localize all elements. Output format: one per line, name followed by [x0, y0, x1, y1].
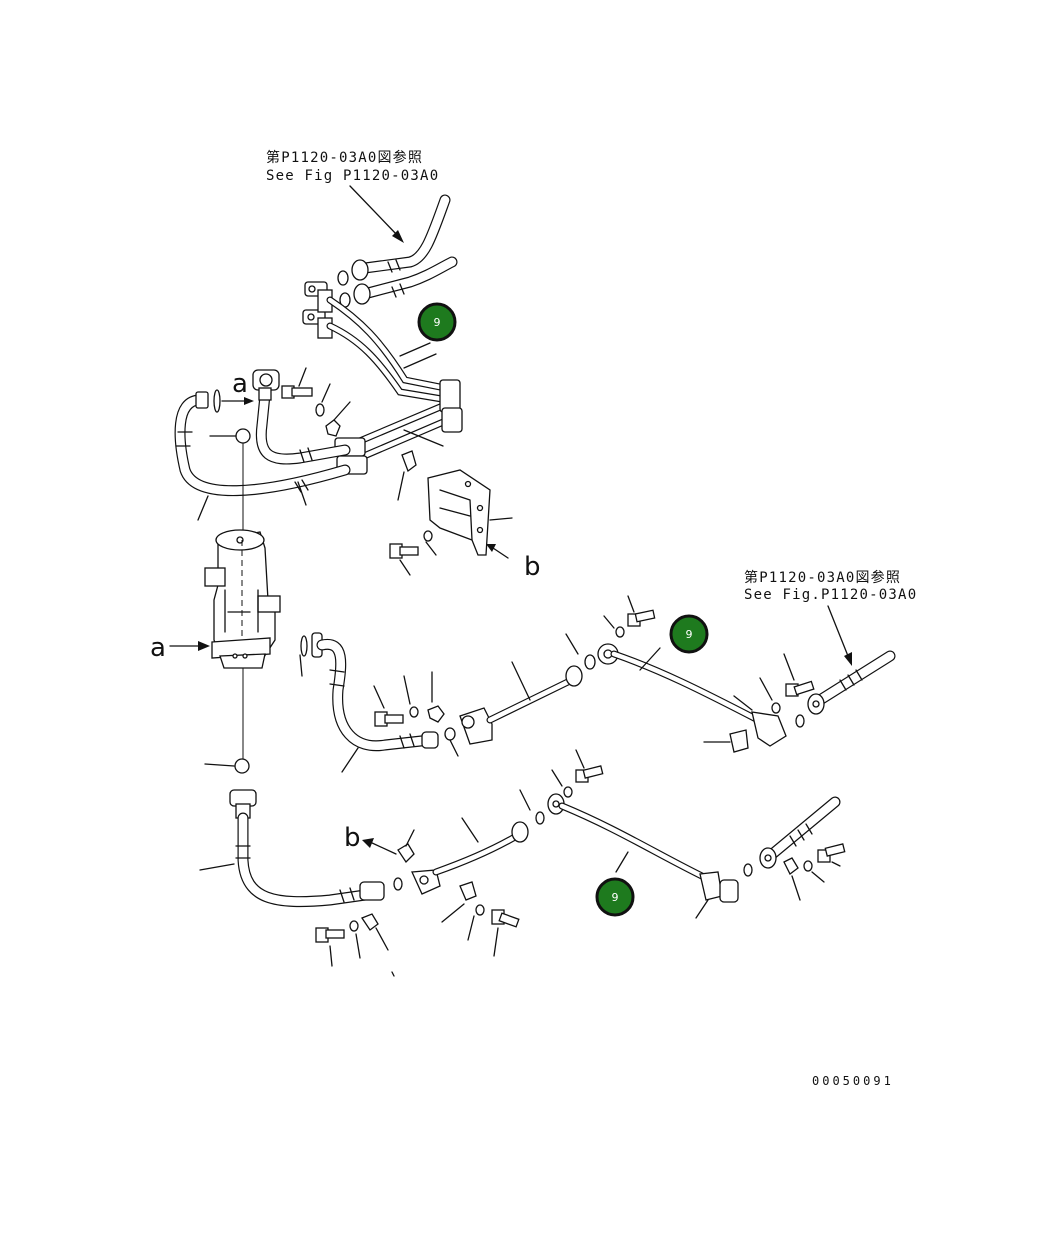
- marker-a-top: a: [232, 369, 248, 399]
- svg-text:9: 9: [686, 628, 693, 641]
- bolt-washer-top: [197, 367, 417, 521]
- flange-set-top: [302, 281, 333, 339]
- steel-pipe-bundle: [326, 296, 463, 475]
- bolt-washer-middle: [373, 671, 459, 757]
- marker-b-right: b: [524, 552, 541, 582]
- middle-hose: [299, 632, 439, 773]
- marker-a-arrow-top: [221, 397, 254, 405]
- part-number-badge-top[interactable]: 9: [417, 302, 457, 342]
- right-hose-middle: [759, 650, 896, 715]
- reference-label-1-en: See Fig P1120-03A0: [266, 168, 439, 184]
- middle-steel-pipe: [459, 633, 596, 745]
- reference-arrow-2: [827, 605, 852, 666]
- svg-text:9: 9: [612, 891, 619, 904]
- marker-b-lower: b: [344, 823, 361, 853]
- marker-b-arrow-lower: [362, 829, 415, 864]
- marker-a-arrow-left: [169, 641, 210, 651]
- reference-label-2-en: See Fig.P1120-03A0: [744, 587, 917, 603]
- reference-label-2-jp: 第P1120-03A0図参照: [744, 569, 901, 586]
- part-number-badge-lower[interactable]: 9: [595, 877, 635, 917]
- bolt-washer-lower-left: [315, 913, 395, 977]
- drawing-number: 00050091: [812, 1074, 894, 1088]
- bolt-washer-bracket: [389, 530, 437, 576]
- upper-hose-pair: [337, 194, 458, 308]
- left-hose-loop: [174, 369, 351, 497]
- marker-a-left: a: [150, 633, 166, 663]
- mounting-bracket: [427, 469, 513, 559]
- lower-steel-pipe-right: [547, 749, 753, 919]
- right-steel-pipe-middle: [597, 595, 805, 753]
- svg-text:9: 9: [434, 316, 441, 329]
- reference-label-1-jp: 第P1120-03A0図参照: [266, 149, 423, 166]
- part-number-badge-middle[interactable]: 9: [669, 614, 709, 654]
- lower-left-hose: [199, 789, 385, 908]
- swivel-joint: [204, 428, 281, 774]
- reference-arrow-1: [349, 185, 404, 243]
- lower-right-hose: [759, 796, 846, 901]
- lower-steel-pipe-left: [393, 789, 545, 957]
